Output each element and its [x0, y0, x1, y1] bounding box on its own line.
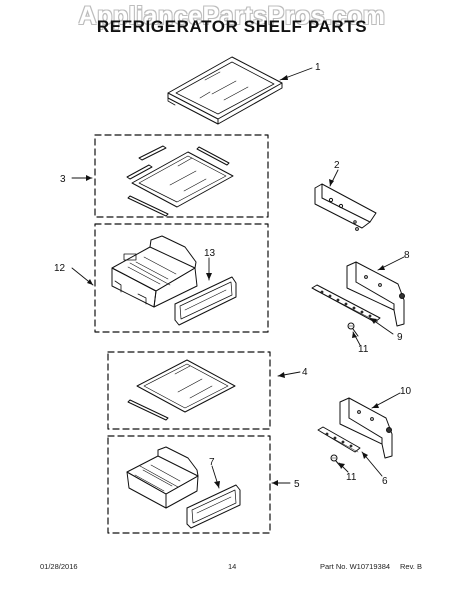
part-8-drawer-front	[346, 261, 405, 327]
callout-3: 3	[60, 174, 66, 185]
part-4-shelf-assembly	[127, 359, 236, 421]
footer-part-number: Part No. W10719384	[320, 562, 391, 571]
group-box-part-5	[107, 435, 271, 534]
footer-date: 01/28/2016	[40, 562, 78, 571]
part-3-shelf-assembly	[126, 145, 234, 217]
group-box-part-3	[94, 134, 269, 218]
part-11-screw-upper	[347, 322, 359, 337]
watermark: AppliancePartsPros.com	[78, 2, 386, 30]
group-box-part-4	[107, 351, 271, 430]
callout-4: 4	[302, 367, 308, 378]
callout-8: 8	[404, 250, 410, 261]
part-10-drawer-front	[339, 397, 393, 459]
group-box-part-12	[94, 223, 269, 333]
part-9-slide-rail	[311, 284, 381, 323]
callout-6: 6	[382, 476, 388, 487]
footer-revision: Rev. B	[400, 562, 422, 571]
page-title: REFRIGERATOR SHELF PARTS	[96, 17, 368, 36]
part-12-crisper-pan	[111, 235, 198, 308]
part-5-crisper-pan	[126, 446, 199, 509]
callout-11-upper: 11	[358, 344, 369, 355]
callout-2: 2	[334, 160, 340, 171]
part-6-slide-rail	[317, 426, 361, 453]
callout-13: 13	[204, 248, 216, 259]
part-11-screw-lower	[330, 454, 342, 468]
callout-1: 1	[315, 62, 321, 73]
leader-arrowheads	[86, 75, 385, 488]
callout-7: 7	[209, 457, 215, 468]
callout-9: 9	[397, 332, 403, 343]
callout-10: 10	[400, 386, 412, 397]
part-2-bracket	[314, 183, 377, 231]
callout-11-lower: 11	[346, 472, 357, 483]
callout-5: 5	[294, 479, 300, 490]
callout-12: 12	[54, 263, 66, 274]
part-13-crisper-cover	[174, 276, 237, 326]
callout-labels: 1 2 3 4 5 6 7 8 9 10 11 11 12 13	[54, 62, 412, 490]
part-7-crisper-cover	[186, 484, 241, 529]
footer-page-number: 14	[228, 562, 237, 571]
part-1-glass-shelf	[167, 56, 283, 125]
